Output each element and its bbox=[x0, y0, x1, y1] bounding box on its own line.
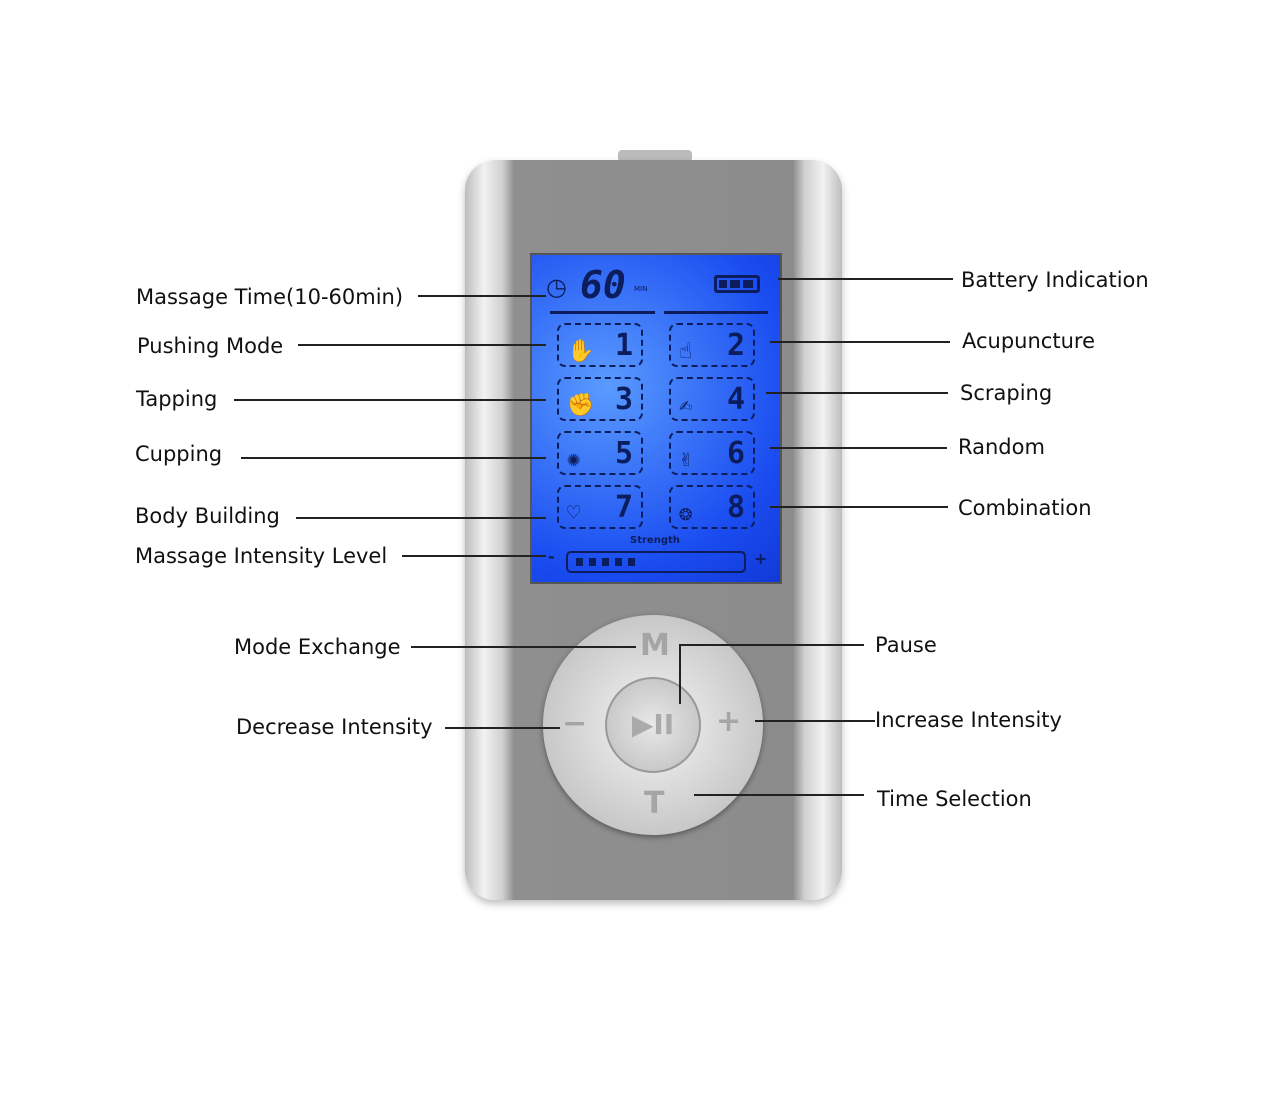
mode-button[interactable]: M bbox=[640, 628, 670, 663]
callout-acupuncture: Acupuncture bbox=[962, 329, 1095, 353]
leader-line bbox=[679, 644, 681, 704]
leader-line bbox=[755, 720, 875, 722]
callout-random: Random bbox=[958, 435, 1045, 459]
scraping-hand-icon: ✍ bbox=[679, 393, 693, 418]
callout-pause: Pause bbox=[875, 633, 937, 657]
time-value: 60 bbox=[580, 263, 626, 307]
leader-line bbox=[234, 399, 546, 401]
device-top-cap bbox=[618, 150, 692, 162]
mode-8-combination: ❂8 bbox=[669, 485, 755, 529]
acupuncture-hand-icon: ☝ bbox=[679, 339, 693, 364]
random-hand-icon: ✌ bbox=[679, 447, 693, 472]
leader-line bbox=[402, 555, 546, 557]
mode-1-pushing: ✋1 bbox=[557, 323, 643, 367]
leader-line bbox=[778, 278, 953, 280]
leader-line bbox=[766, 392, 948, 394]
decrease-button[interactable]: − bbox=[562, 706, 588, 741]
leader-line bbox=[694, 794, 864, 796]
leader-line bbox=[445, 727, 560, 729]
callout-combination: Combination bbox=[958, 496, 1092, 520]
leader-line bbox=[770, 506, 948, 508]
callout-cupping: Cupping bbox=[135, 442, 223, 466]
callout-time-selection: Time Selection bbox=[877, 787, 1032, 811]
increase-button[interactable]: + bbox=[716, 704, 742, 739]
strength-label: Strength bbox=[630, 535, 680, 546]
callout-intensity-level: Massage Intensity Level bbox=[135, 544, 388, 568]
callout-battery: Battery Indication bbox=[961, 268, 1149, 292]
leader-line bbox=[680, 644, 864, 646]
leader-line bbox=[241, 457, 546, 459]
strength-plus: + bbox=[754, 549, 768, 568]
leader-line bbox=[770, 341, 950, 343]
callout-massage-time: Massage Time(10-60min) bbox=[136, 285, 404, 309]
leader-line bbox=[770, 447, 947, 449]
mode-6-random: ✌6 bbox=[669, 431, 755, 475]
leader-line bbox=[418, 295, 546, 297]
tapping-hand-icon: ✊ bbox=[567, 393, 595, 418]
pushing-hand-icon: ✋ bbox=[567, 339, 595, 364]
mode-5-cupping: ✺5 bbox=[557, 431, 643, 475]
clock-icon: ◷ bbox=[546, 273, 567, 301]
mode-2-acupuncture: ☝2 bbox=[669, 323, 755, 367]
leader-line bbox=[411, 646, 636, 648]
callout-scraping: Scraping bbox=[960, 381, 1053, 405]
callout-mode-exchange: Mode Exchange bbox=[234, 635, 401, 659]
callout-pushing-mode: Pushing Mode bbox=[137, 334, 284, 358]
cupping-swirl-icon: ✺ bbox=[567, 447, 581, 472]
callout-tapping: Tapping bbox=[136, 387, 218, 411]
mode-7-body-building: ♡7 bbox=[557, 485, 643, 529]
strength-bar bbox=[566, 551, 746, 573]
strength-minus: - bbox=[548, 547, 555, 566]
battery-icon bbox=[714, 275, 760, 293]
strength-fill bbox=[576, 558, 635, 566]
pause-button[interactable]: ▶II bbox=[605, 677, 701, 773]
lcd-screen: ◷ 60 MIN ✋1 ☝2 ✊3 ✍4 ✺5 ✌6 ♡7 ❂8 Strengt… bbox=[530, 253, 782, 584]
combination-swirl-icon: ❂ bbox=[679, 501, 693, 526]
leader-line bbox=[296, 517, 546, 519]
mode-3-tapping: ✊3 bbox=[557, 377, 643, 421]
time-unit: MIN bbox=[634, 285, 648, 293]
body-building-icon: ♡ bbox=[567, 501, 581, 526]
leader-line bbox=[298, 344, 546, 346]
callout-decrease-intensity: Decrease Intensity bbox=[236, 715, 433, 739]
time-button[interactable]: T bbox=[644, 786, 665, 821]
mode-4-scraping: ✍4 bbox=[669, 377, 755, 421]
callout-body-building: Body Building bbox=[135, 504, 280, 528]
callout-increase-intensity: Increase Intensity bbox=[875, 708, 1062, 732]
